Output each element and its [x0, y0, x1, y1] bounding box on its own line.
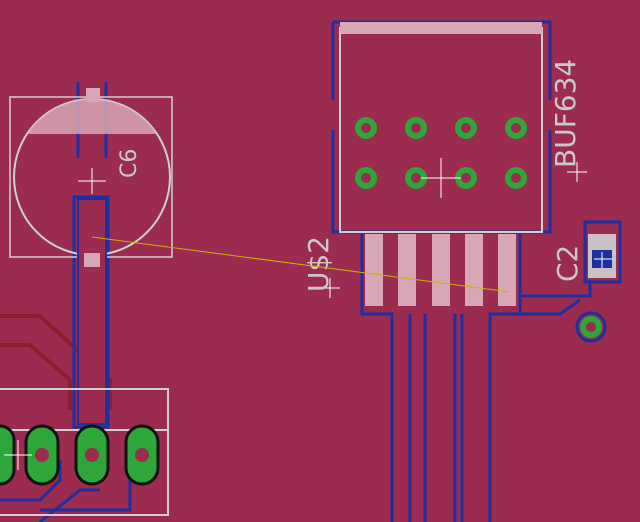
c2-origin-cross	[594, 252, 612, 268]
u2-via-drill	[411, 123, 421, 133]
c2-component[interactable]: C2	[551, 234, 616, 338]
c6-pad-bottom[interactable]	[84, 253, 100, 267]
u2-silk-top-tab	[340, 22, 542, 34]
u2-leg-4[interactable]	[465, 234, 483, 306]
connector-drill	[35, 448, 49, 462]
u2-via-drill	[461, 173, 471, 183]
c6-origin-cross	[78, 168, 106, 194]
c6-pad-top[interactable]	[86, 88, 100, 102]
c6-component[interactable]: C6	[9, 88, 173, 425]
u2-leg-2[interactable]	[398, 234, 416, 306]
connector-drill	[85, 448, 99, 462]
c2-via-drill	[586, 322, 596, 332]
c2-label: C2	[551, 245, 584, 282]
u2-origin-cross	[421, 158, 461, 198]
u2-via-drill	[461, 123, 471, 133]
u2-leg-1[interactable]	[365, 234, 383, 306]
connector-component[interactable]	[0, 388, 169, 516]
u2-via-grid	[355, 117, 527, 189]
c2-via-outline[interactable]	[575, 311, 607, 343]
connector-drill	[135, 448, 149, 462]
u2-name-origin-cross	[320, 278, 340, 298]
u2-c2-trace[interactable]	[520, 280, 592, 316]
top-trace-2[interactable]	[0, 343, 72, 410]
connector-pads	[0, 424, 160, 486]
connector-origin-cross	[4, 440, 32, 470]
c2-pad-outline[interactable]	[583, 220, 622, 284]
u2-value-origin-cross	[567, 162, 587, 182]
u2-via-drill	[361, 173, 371, 183]
u2-name-label: U$2	[302, 236, 335, 292]
connector-trace-right[interactable]	[40, 480, 132, 512]
c6-trace[interactable]	[77, 198, 107, 425]
u2-via-drill	[511, 173, 521, 183]
u2-leg-3[interactable]	[432, 234, 450, 306]
u2-component[interactable]: U$2 BUF634	[302, 22, 587, 306]
c6-label: C6	[117, 149, 142, 178]
connector-silk-box	[0, 388, 169, 516]
u2-via-drill	[411, 173, 421, 183]
u2-via-drill	[361, 123, 371, 133]
u2-value-label: BUF634	[549, 59, 582, 168]
u2-via-drill	[511, 123, 521, 133]
u2-leg-5[interactable]	[498, 234, 516, 306]
c6-silk-polarity-fill	[27, 99, 157, 134]
airwire[interactable]	[91, 236, 511, 293]
